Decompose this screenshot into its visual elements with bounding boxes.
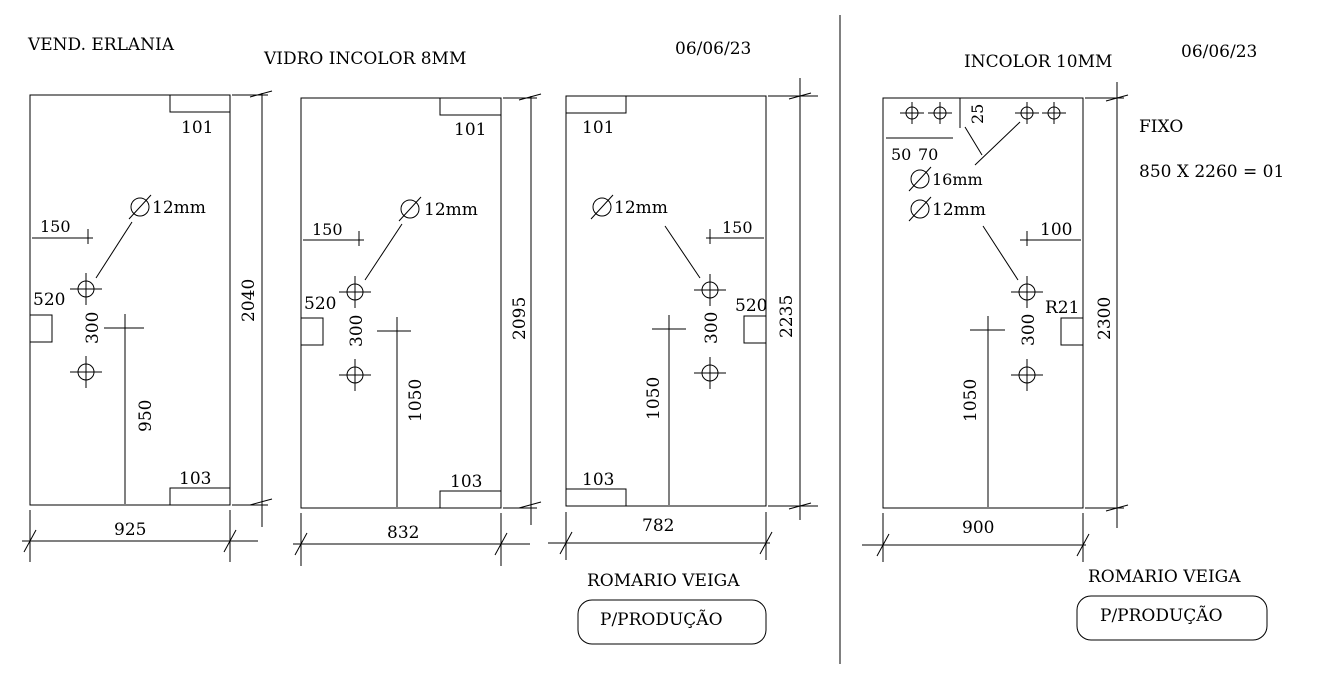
bottom-notch xyxy=(169,487,231,506)
height-label: 2095 xyxy=(510,297,530,340)
hole-top xyxy=(70,273,102,305)
date-left: 06/06/23 xyxy=(675,39,751,59)
hole-spacing-label: 300 xyxy=(702,312,722,344)
hole-spacing-label: 300 xyxy=(1019,314,1039,346)
hole-diameter-label: 12mm xyxy=(614,198,668,218)
side-offset-label: 100 xyxy=(1040,220,1072,240)
width-label: 832 xyxy=(387,523,419,543)
vendor-label: VEND. ERLANIA xyxy=(27,35,175,55)
production-stamp-right xyxy=(1076,595,1268,641)
handle-height-label: 950 xyxy=(136,400,156,432)
top-notch-label: 101 xyxy=(454,120,486,140)
production-stamp-right-label: P/PRODUÇÃO xyxy=(1100,605,1223,626)
diameter-symbol-icon xyxy=(128,194,152,220)
hole-spacing-label: 300 xyxy=(83,312,103,344)
top-offset-label: 25 xyxy=(968,104,987,124)
width-label: 925 xyxy=(114,520,146,540)
side-height-label: 520 xyxy=(735,296,767,316)
top-hole-1 xyxy=(900,102,924,124)
glass-panel-1: 101 103 520 150 300 12mm 950 xyxy=(22,90,273,562)
radius-label: R21 xyxy=(1045,298,1079,318)
fixed-panel-label: FIXO xyxy=(1139,117,1183,137)
bottom-notch-label: 103 xyxy=(450,472,482,492)
handle-height-label: 1050 xyxy=(644,377,664,420)
hole-bottom xyxy=(70,356,102,388)
top-hole-diameter-label: 16mm xyxy=(932,170,983,189)
side-notch xyxy=(1060,317,1084,346)
top-hole-3 xyxy=(1015,102,1039,124)
top-notch-label: 101 xyxy=(181,118,213,138)
bottom-notch xyxy=(565,488,627,507)
hole-top xyxy=(694,274,726,306)
height-label: 2300 xyxy=(1095,297,1115,340)
hole-bottom xyxy=(1011,359,1043,391)
top-notch xyxy=(565,95,627,114)
top-hole-leader-b xyxy=(974,121,1021,166)
diameter-symbol-icon xyxy=(908,166,932,192)
width-label: 900 xyxy=(962,518,994,538)
hole-bottom xyxy=(694,357,726,389)
panel-outline xyxy=(565,95,767,507)
hole-leader-line xyxy=(982,225,1019,281)
glass-panel-3: 101 103 520 150 300 12mm 1050 xyxy=(548,78,818,560)
bottom-notch-label: 103 xyxy=(582,470,614,490)
hole-leader-line xyxy=(364,223,403,281)
width-label: 782 xyxy=(642,516,674,536)
side-offset-label: 150 xyxy=(312,220,343,239)
side-offset-label: 150 xyxy=(40,217,71,236)
hole-bottom xyxy=(339,359,371,391)
glass-type-8mm: VIDRO INCOLOR 8MM xyxy=(263,49,466,69)
side-offset-label: 150 xyxy=(722,218,753,237)
side-notch xyxy=(300,317,324,346)
hole-leader-line xyxy=(664,225,701,279)
height-label: 2040 xyxy=(239,279,259,322)
glass-panel-4: 25 50 70 16mm xyxy=(862,82,1129,562)
panel-outline xyxy=(300,97,502,509)
fixed-panel-spec: 850 X 2260 = 01 xyxy=(1139,162,1284,182)
signature-name-right: ROMARIO VEIGA xyxy=(1088,567,1241,587)
handle-height-label: 1050 xyxy=(406,379,426,422)
height-label: 2235 xyxy=(777,295,797,338)
diameter-symbol-icon xyxy=(908,196,932,222)
handle-height-label: 1050 xyxy=(961,379,981,422)
hole-diameter-label: 12mm xyxy=(152,198,206,218)
side-height-label: 520 xyxy=(33,290,65,310)
diameter-symbol-icon xyxy=(398,196,422,222)
hole-diameter-label: 12mm xyxy=(932,200,986,220)
glass-panel-2: 101 103 520 150 300 12mm 1050 xyxy=(293,93,542,566)
panel-outline xyxy=(29,94,231,506)
top-notch xyxy=(169,94,231,113)
hole-position-b-label: 70 xyxy=(918,145,938,164)
top-hole-leader-a xyxy=(964,126,983,156)
top-notch-label: 101 xyxy=(582,118,614,138)
side-height-label: 520 xyxy=(304,294,336,314)
glass-type-10mm: INCOLOR 10MM xyxy=(964,52,1112,72)
production-stamp-left-label: P/PRODUÇÃO xyxy=(600,609,723,630)
top-hole-4 xyxy=(1042,102,1066,124)
hole-top xyxy=(1011,276,1043,308)
side-notch xyxy=(29,314,53,343)
date-right: 06/06/23 xyxy=(1181,42,1257,62)
hole-position-a-label: 50 xyxy=(891,145,911,164)
top-hole-2 xyxy=(928,102,952,124)
bottom-notch-label: 103 xyxy=(179,469,211,489)
panel-outline xyxy=(882,97,1084,509)
top-notch xyxy=(439,97,502,116)
hole-diameter-label: 12mm xyxy=(424,200,478,220)
diameter-symbol-icon xyxy=(590,194,614,220)
production-stamp-left xyxy=(577,599,767,645)
bottom-notch xyxy=(439,490,502,509)
side-notch xyxy=(743,315,767,344)
hole-leader-line xyxy=(95,221,133,279)
signature-name-left: ROMARIO VEIGA xyxy=(587,571,740,591)
hole-top xyxy=(339,276,371,308)
hole-spacing-label: 300 xyxy=(347,315,367,347)
